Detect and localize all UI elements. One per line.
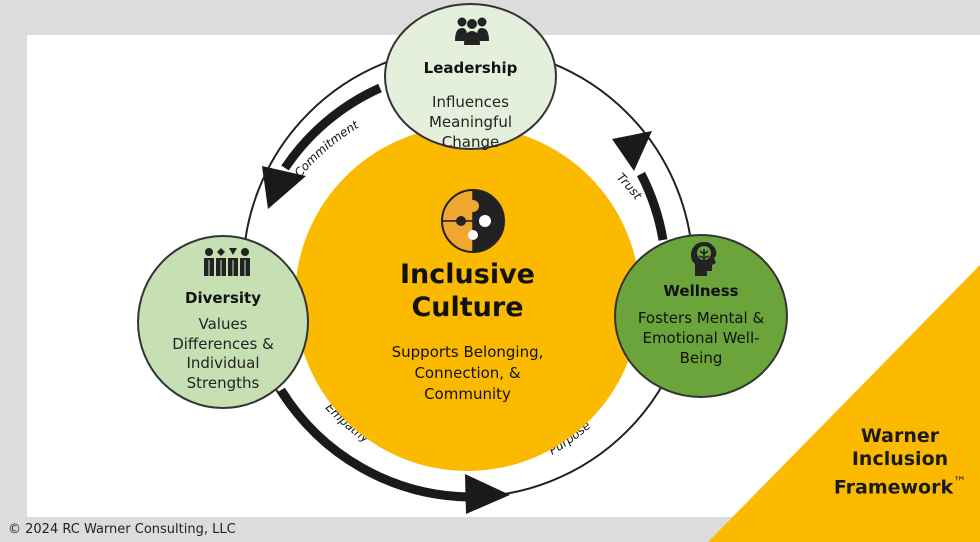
wellness-circle: Wellness Fosters Mental & Emotional Well… [614,234,788,398]
wellness-description: Fosters Mental & Emotional Well- Being [637,309,765,367]
leadership-circle: Leadership Influences Meaningful Change [384,3,557,151]
framework-label: Warner Inclusion Framework™ [833,425,967,499]
puzzle-icon [441,189,505,253]
arrow-empathy [277,387,471,502]
arrow-commitment [281,83,382,171]
center-description: Supports Belonging, Connection, & Commun… [391,343,544,403]
diversity-description: Values Differences & Individual Strength… [172,315,274,392]
diverse-people-icon [204,248,250,276]
tree-head-icon [691,242,717,276]
arrowhead-commitment [262,166,306,209]
diversity-circle: Diversity Values Differences & Individua… [137,235,309,409]
diversity-title: Diversity [185,289,261,307]
copyright-text: © 2024 RC Warner Consulting, LLC [8,522,236,537]
leadership-description: Influences Meaningful Change [428,93,513,151]
arrowhead-trust [612,131,652,171]
wellness-title: Wellness [663,282,739,300]
leadership-title: Leadership [423,59,518,77]
arrowhead-empathy [465,474,510,514]
arrow-trust [636,171,668,241]
center-title: Inclusive Culture [400,259,535,323]
people-group-icon [455,17,489,45]
inclusive-culture-circle: Inclusive Culture Supports Belonging, Co… [295,126,640,471]
